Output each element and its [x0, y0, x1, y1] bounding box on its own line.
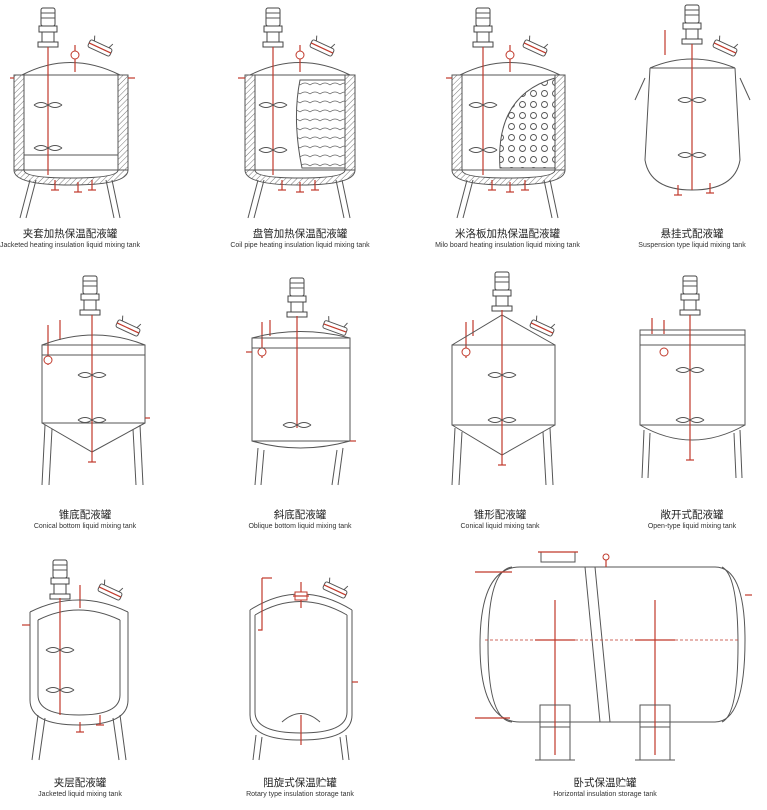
caption-en: Conical bottom liquid mixing tank — [33, 523, 137, 530]
caption-tank-7: 锥形配液罐 Conical liquid mixing tank — [430, 509, 570, 532]
tank-8-drawing — [639, 275, 746, 479]
caption-en: Jacketed heating insulation liquid mixin… — [0, 242, 141, 249]
caption-tank-1: 夹套加热保温配液罐 Jacketed heating insulation li… — [0, 228, 150, 251]
caption-en: Suspension type liquid mixing tank — [638, 242, 746, 249]
caption-en: Jacketed liquid mixing tank — [38, 791, 122, 798]
caption-en: Conical liquid mixing tank — [460, 523, 540, 530]
caption-tank-4: 悬挂式配液罐 Suspension type liquid mixing tan… — [622, 228, 762, 251]
tank-7-drawing — [451, 271, 558, 486]
caption-zh: 米洛板加热保温配液罐 — [455, 228, 560, 240]
caption-en: Horizontal insulation storage tank — [553, 791, 657, 798]
caption-tank-11: 卧式保温贮罐 Horizontal insulation storage tan… — [515, 777, 695, 800]
caption-zh: 斜底配液罐 — [273, 509, 327, 521]
tank-2-drawing — [238, 7, 356, 219]
caption-en: Open-type liquid mixing tank — [647, 523, 737, 530]
caption-en: Oblique bottom liquid mixing tank — [248, 523, 352, 530]
caption-en: Milo board heating insulation liquid mix… — [435, 242, 580, 249]
caption-zh: 卧式保温贮罐 — [573, 777, 637, 789]
caption-zh: 夹层配液罐 — [53, 777, 107, 789]
tank-6-drawing — [246, 277, 356, 486]
caption-tank-3: 米洛板加热保温配液罐 Milo board heating insulation… — [420, 228, 595, 251]
caption-zh: 锥底配液罐 — [58, 509, 112, 521]
caption-tank-5: 锥底配液罐 Conical bottom liquid mixing tank — [10, 509, 160, 532]
caption-tank-9: 夹层配液罐 Jacketed liquid mixing tank — [10, 777, 150, 800]
tank-9-drawing — [22, 559, 129, 761]
caption-tank-6: 斜底配液罐 Oblique bottom liquid mixing tank — [225, 509, 375, 532]
caption-tank-2: 盘管加热保温配液罐 Coil pipe heating insulation l… — [215, 228, 385, 251]
tank-1-drawing — [10, 7, 135, 219]
caption-zh: 悬挂式配液罐 — [660, 228, 724, 240]
caption-tank-8: 敞开式配液罐 Open-type liquid mixing tank — [622, 509, 762, 532]
caption-zh: 锥形配液罐 — [473, 509, 527, 521]
caption-en: Coil pipe heating insulation liquid mixi… — [230, 242, 370, 249]
tank-5-drawing — [41, 275, 150, 486]
caption-zh: 阻旋式保温贮罐 — [263, 777, 337, 789]
tank-11-drawing — [475, 551, 752, 761]
caption-en: Rotary type insulation storage tank — [246, 791, 354, 798]
tank-3-drawing — [446, 7, 566, 219]
caption-tank-10: 阻旋式保温贮罐 Rotary type insulation storage t… — [225, 777, 375, 800]
tank-10-drawing — [249, 576, 358, 761]
caption-zh: 夹套加热保温配液罐 — [22, 228, 118, 240]
tank-4-drawing — [634, 4, 751, 196]
caption-zh: 盘管加热保温配液罐 — [252, 228, 348, 240]
caption-zh: 敞开式配液罐 — [660, 509, 724, 521]
